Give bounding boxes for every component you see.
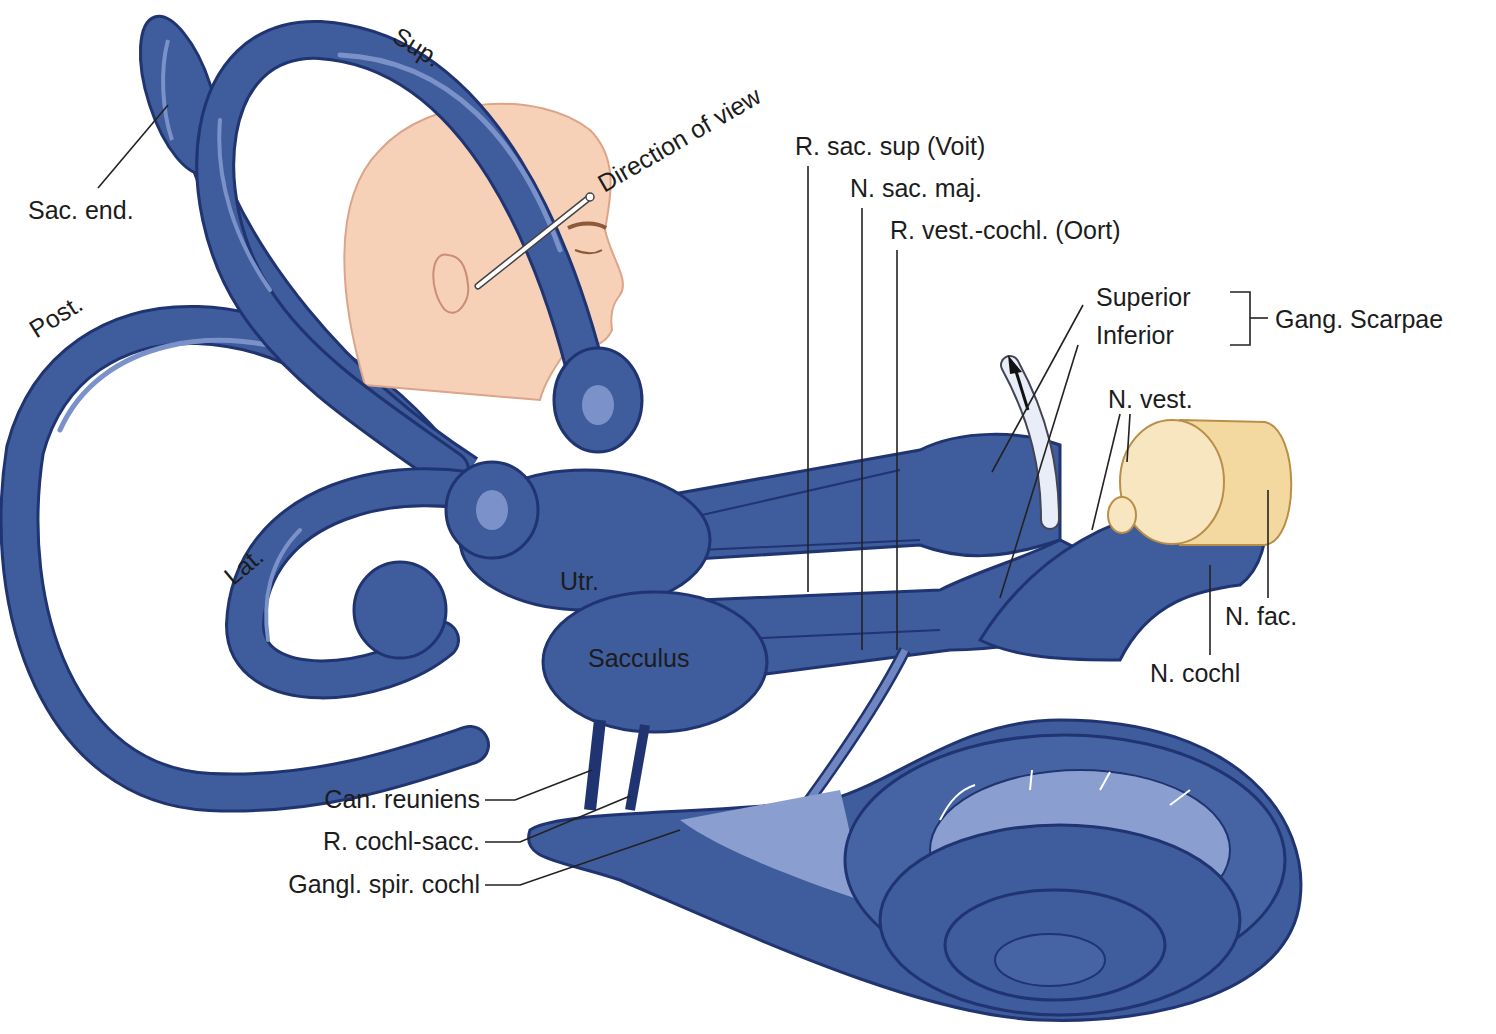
- part-label: Direction of view: [593, 82, 766, 198]
- part-label: R. sac. sup (Voit): [795, 133, 985, 161]
- part-label: Inferior: [1096, 322, 1174, 350]
- part-label: Gang. Scarpae: [1275, 306, 1443, 334]
- part-label: Sacculus: [588, 645, 689, 673]
- part-label: Utr.: [560, 568, 599, 596]
- part-label: R. vest.-cochl. (Oort): [890, 217, 1121, 245]
- part-label: Post.: [25, 290, 88, 344]
- part-label: N. sac. maj.: [850, 175, 982, 203]
- part-label: N. cochl: [1150, 660, 1240, 688]
- part-label: R. cochl-sacc.: [323, 828, 480, 856]
- part-label: N. vest.: [1108, 386, 1193, 414]
- part-label: N. fac.: [1225, 603, 1297, 631]
- part-label: Can. reuniens: [324, 786, 480, 814]
- part-label: Gangl. spir. cochl: [288, 871, 480, 899]
- part-label: Superior: [1096, 284, 1191, 312]
- part-label: Sac. end.: [28, 197, 134, 225]
